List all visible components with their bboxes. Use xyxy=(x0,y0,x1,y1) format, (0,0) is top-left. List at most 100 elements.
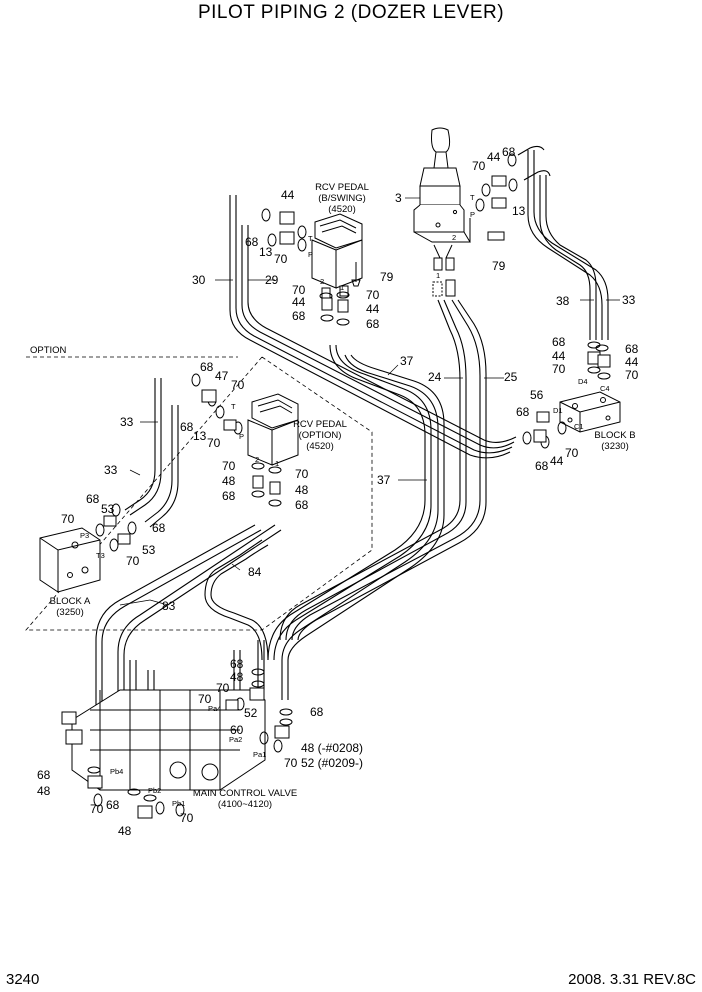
callout: 44 xyxy=(552,349,566,363)
port-label: 1 xyxy=(436,271,440,280)
port-label: Pb2 xyxy=(148,786,161,795)
callout: 70 xyxy=(207,436,221,450)
callout: 68 xyxy=(245,235,259,249)
callout: 13 xyxy=(259,245,273,259)
block-b-label: (3230) xyxy=(601,441,628,452)
block-a-label: (3250) xyxy=(56,607,83,618)
component-labels: OPTION RCV PEDAL (B/SWING) (4520) RCV PE… xyxy=(30,182,636,810)
callout: 44 xyxy=(281,188,295,202)
hose-lines xyxy=(95,145,609,790)
callout: 47 xyxy=(215,369,229,383)
callout: 44 xyxy=(487,150,501,164)
callout: 37 xyxy=(377,473,391,487)
callout: 84 xyxy=(248,565,262,579)
callout: 70 xyxy=(216,681,230,695)
callout: 48 xyxy=(37,784,51,798)
callout: 83 xyxy=(162,599,176,613)
rcv-pedal-option-label: (OPTION) xyxy=(299,430,342,441)
block-b xyxy=(559,391,621,433)
callout: 70 xyxy=(284,756,298,770)
callout: 37 xyxy=(400,354,414,368)
callout: 44 xyxy=(625,355,639,369)
serial-note-52: 52 (#0209-) xyxy=(301,756,363,770)
port-label: Pa4 xyxy=(208,704,221,713)
port-label: P3 xyxy=(80,531,89,540)
callout: 48 xyxy=(230,670,244,684)
port-label: D4 xyxy=(578,377,588,386)
callout: 68 xyxy=(310,705,324,719)
port-label: T xyxy=(308,234,313,243)
callout: 70 xyxy=(274,252,288,266)
callout: 33 xyxy=(120,415,134,429)
callout: 70 xyxy=(295,467,309,481)
port-label: C1 xyxy=(574,422,584,431)
callout: 79 xyxy=(380,270,394,284)
callout: 48 xyxy=(118,824,132,838)
rcv-pedal-option-label: (4520) xyxy=(306,441,333,452)
callout: 68 xyxy=(222,489,236,503)
callout: 68 xyxy=(625,342,639,356)
callout: 33 xyxy=(622,293,636,307)
callout: 68 xyxy=(37,768,51,782)
callout: 24 xyxy=(428,370,442,384)
port-label: T xyxy=(231,402,236,411)
leader-lines xyxy=(119,197,620,606)
main-control-valve-label: MAIN CONTROL VALVE xyxy=(193,788,297,799)
callout: 68 xyxy=(152,521,166,535)
callout: 68 xyxy=(366,317,380,331)
callout: 48 xyxy=(222,474,236,488)
revision-date: 2008. 3.31 REV.8C xyxy=(568,971,696,988)
main-control-valve xyxy=(61,689,266,791)
callout: 68 xyxy=(516,405,530,419)
callout: 25 xyxy=(504,370,518,384)
callout: 44 xyxy=(550,454,564,468)
port-label: P xyxy=(470,210,475,219)
callout: 68 xyxy=(106,798,120,812)
callout: 70 xyxy=(180,811,194,825)
rcv-pedal-bswing-label: (B/SWING) xyxy=(318,193,366,204)
callout: 68 xyxy=(230,657,244,671)
callout: 44 xyxy=(292,295,306,309)
callout: 70 xyxy=(472,159,486,173)
port-label: 1 xyxy=(340,283,344,292)
callout: 48 xyxy=(295,483,309,497)
callout: 70 xyxy=(126,554,140,568)
rcv-pedal-option xyxy=(247,393,299,466)
callout: 70 xyxy=(366,288,380,302)
callout: 33 xyxy=(104,463,118,477)
callout: 13 xyxy=(512,204,526,218)
callout: 70 xyxy=(565,446,579,460)
callout: 53 xyxy=(101,502,115,516)
callout: 70 xyxy=(61,512,75,526)
port-label: Pb4 xyxy=(110,767,123,776)
callout: 68 xyxy=(180,420,194,434)
fittings xyxy=(87,153,611,819)
port-label: D1 xyxy=(553,406,563,415)
callout: 13 xyxy=(193,429,207,443)
callout: 68 xyxy=(86,492,100,506)
callout: 79 xyxy=(492,259,506,273)
callout: 68 xyxy=(200,360,214,374)
block-a-label: BLOCK A xyxy=(50,596,91,607)
callout: 70 xyxy=(222,459,236,473)
callout: 70 xyxy=(231,378,245,392)
callout: 70 xyxy=(90,802,104,816)
block-b-label: BLOCK B xyxy=(594,430,635,441)
callout: 30 xyxy=(192,273,206,287)
port-label: T xyxy=(470,193,475,202)
port-label: Pb1 xyxy=(172,799,185,808)
callout: 56 xyxy=(530,388,544,402)
port-label: Pa1 xyxy=(253,750,266,759)
callout: 60 xyxy=(230,723,244,737)
page-title: PILOT PIPING 2 (DOZER LEVER) xyxy=(197,2,505,23)
callout: 68 xyxy=(535,459,549,473)
port-label: 2 xyxy=(452,233,456,242)
rcv-pedal-option-label: RCV PEDAL xyxy=(293,419,347,430)
callout: 53 xyxy=(142,543,156,557)
port-label: 2 xyxy=(255,455,259,464)
page-number: 3240 xyxy=(6,971,40,988)
callout: 68 xyxy=(295,498,309,512)
callout: 70 xyxy=(198,692,212,706)
